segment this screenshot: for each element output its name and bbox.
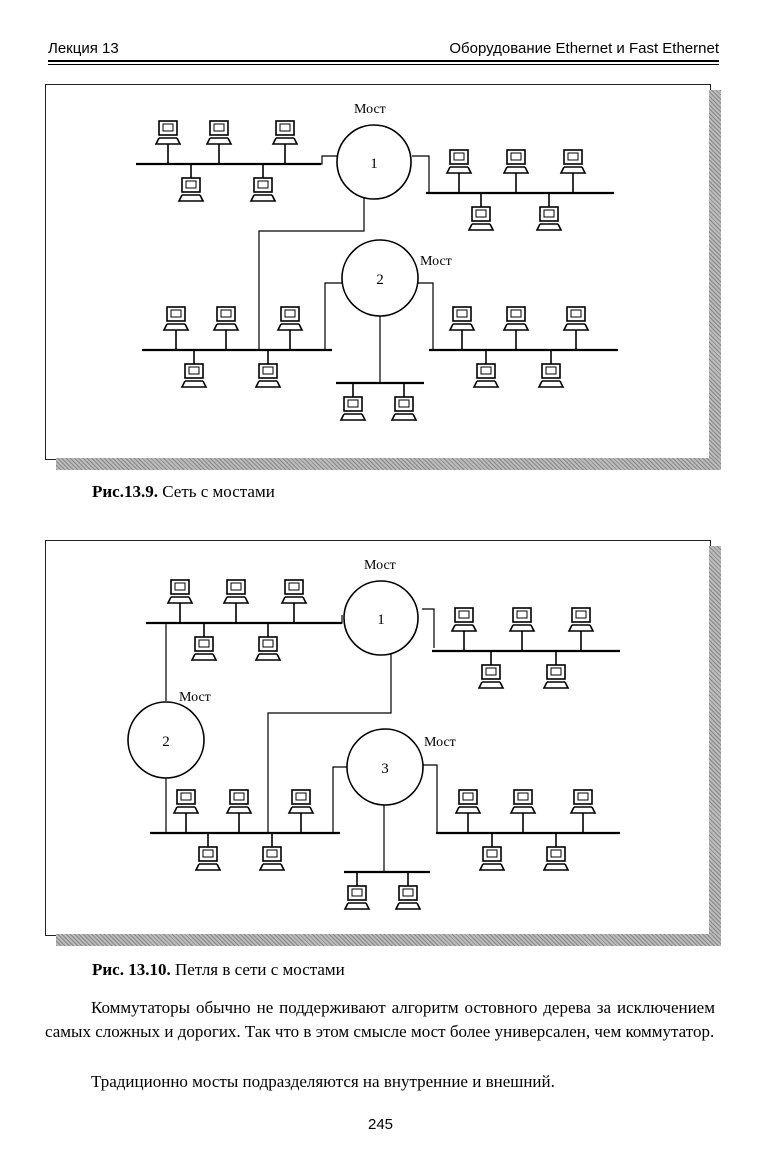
bridge-number: 1 xyxy=(370,156,378,172)
computer-icon xyxy=(535,206,563,231)
bridge-label: Мост xyxy=(354,102,386,117)
computer-icon xyxy=(254,636,282,661)
computer-icon xyxy=(542,846,570,871)
bridge-circle xyxy=(343,580,419,656)
computer-icon xyxy=(254,363,282,388)
computer-icon xyxy=(343,885,371,910)
header-lecture: Лекция 13 xyxy=(48,40,119,57)
bridge-label: Мост xyxy=(179,690,211,705)
bridge-number: 3 xyxy=(381,761,389,777)
header-title: Оборудование Ethernet и Fast Ethernet xyxy=(449,40,719,57)
computer-icon xyxy=(542,664,570,689)
bridge-number: 2 xyxy=(376,272,384,288)
computer-icon xyxy=(562,306,590,331)
link-line xyxy=(316,155,338,165)
computer-icon xyxy=(166,579,194,604)
computer-icon xyxy=(472,363,500,388)
computer-icon xyxy=(509,789,537,814)
computer-icon xyxy=(390,396,418,421)
computer-icon xyxy=(258,846,286,871)
computer-icon xyxy=(454,789,482,814)
link-line xyxy=(324,282,348,350)
computer-icon xyxy=(154,120,182,145)
link-line xyxy=(258,190,365,350)
link-line xyxy=(418,282,434,350)
link-line xyxy=(412,155,430,193)
computer-icon xyxy=(502,306,530,331)
computer-icon xyxy=(502,149,530,174)
running-header: Лекция 13 Оборудование Ethernet и Fast E… xyxy=(48,36,719,65)
computer-icon xyxy=(276,306,304,331)
computer-icon xyxy=(225,789,253,814)
computer-icon xyxy=(467,206,495,231)
figure-13-9-caption: Рис.13.9. Сеть с мостами xyxy=(92,482,275,501)
computer-icon xyxy=(172,789,200,814)
bridge-number: 2 xyxy=(162,734,170,750)
computer-icon xyxy=(559,149,587,174)
computer-icon xyxy=(569,789,597,814)
bridge-label: Мост xyxy=(420,254,452,269)
bridge-label: Мост xyxy=(364,558,396,573)
bridge-circle xyxy=(341,239,419,317)
computer-icon xyxy=(177,177,205,202)
computer-icon xyxy=(287,789,315,814)
link-line xyxy=(330,615,343,624)
computer-icon xyxy=(205,120,233,145)
link-line xyxy=(332,766,349,833)
bridge-number: 1 xyxy=(377,612,385,628)
page-number: 245 xyxy=(367,1116,394,1133)
computer-icon xyxy=(445,149,473,174)
computer-icon xyxy=(180,363,208,388)
computer-icon xyxy=(271,120,299,145)
computer-icon xyxy=(448,306,476,331)
link-line xyxy=(267,645,392,833)
computer-icon xyxy=(194,846,222,871)
bridge-circle xyxy=(127,701,205,779)
computer-icon xyxy=(508,607,536,632)
computer-icon xyxy=(477,664,505,689)
paragraph-2: Традиционно мосты подразделяются на внут… xyxy=(91,1072,555,1091)
computer-icon xyxy=(478,846,506,871)
link-line xyxy=(422,608,435,648)
computer-icon xyxy=(212,306,240,331)
computer-icon xyxy=(450,607,478,632)
computer-icon xyxy=(567,607,595,632)
computer-icon xyxy=(249,177,277,202)
bridge-circle xyxy=(336,124,412,200)
computer-icon xyxy=(190,636,218,661)
bridge-label: Мост xyxy=(424,735,456,750)
computer-icon xyxy=(394,885,422,910)
computer-icon xyxy=(222,579,250,604)
computer-icon xyxy=(339,396,367,421)
link-line xyxy=(420,764,438,833)
paragraph-1: Коммутаторы обычно не поддерживают алгор… xyxy=(45,998,715,1041)
figure-13-10-caption: Рис. 13.10. Петля в сети с мостами xyxy=(92,960,345,979)
computer-icon xyxy=(537,363,565,388)
bridge-circle xyxy=(346,728,424,806)
computer-icon xyxy=(162,306,190,331)
computer-icon xyxy=(280,579,308,604)
